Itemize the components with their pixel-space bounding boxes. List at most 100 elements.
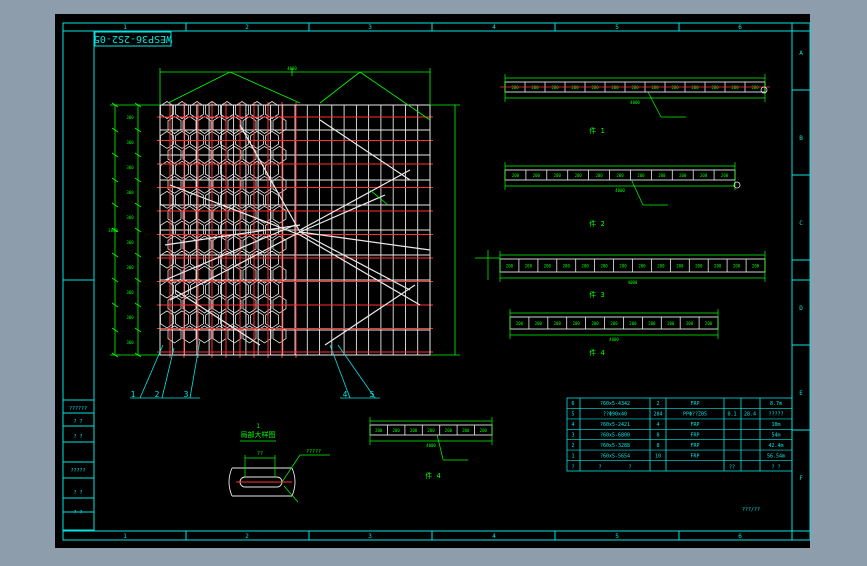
part-dimension-value: 200 bbox=[700, 173, 708, 178]
dimension-tick bbox=[111, 127, 119, 133]
hexagon-cell bbox=[272, 235, 287, 254]
part-dimension-value: 200 bbox=[445, 428, 453, 433]
bom-cell-no: 2 bbox=[571, 443, 574, 449]
part-dimension-value: 200 bbox=[551, 85, 559, 90]
bom-header-cell: ? ? bbox=[771, 465, 780, 471]
part-leader bbox=[436, 434, 444, 461]
hexagon-cell bbox=[227, 295, 242, 314]
part-dimension-value: 200 bbox=[554, 173, 562, 178]
part-dimension-value: 200 bbox=[691, 85, 699, 90]
bom-cell-weight: 42.4m bbox=[768, 443, 783, 449]
dimension-tick bbox=[134, 152, 142, 158]
red-centre-lines bbox=[157, 102, 433, 358]
left-strip bbox=[62, 399, 95, 531]
hexagon-cell bbox=[167, 265, 182, 284]
part-dimension-value: 200 bbox=[393, 428, 401, 433]
dimension-tick bbox=[134, 177, 142, 183]
left-strip-label: ? ? bbox=[73, 419, 82, 425]
hexagon-cell bbox=[265, 280, 279, 299]
zone-letter-right: D bbox=[799, 305, 803, 312]
part-overall-value: 4000 bbox=[426, 443, 436, 448]
part-dimension-value: 200 bbox=[695, 264, 703, 269]
hexagon-cell bbox=[250, 101, 264, 119]
part-dimension-value: 200 bbox=[637, 173, 645, 178]
bom-cell-code: ?60x5-2421 bbox=[600, 422, 630, 428]
bom-cell-qty: 284 bbox=[653, 412, 662, 418]
part-end-circle bbox=[733, 181, 741, 189]
bom-cell-no: 6 bbox=[571, 401, 574, 407]
zone-number-top: 3 bbox=[368, 24, 372, 31]
part-dimension-value: 200 bbox=[657, 264, 665, 269]
bom-cell-qty: 10 bbox=[655, 453, 661, 459]
dimension-tick bbox=[134, 127, 142, 133]
hexagon-cell bbox=[272, 175, 287, 194]
diagonal-bracing bbox=[164, 119, 431, 346]
part-overall-value: 4000 bbox=[630, 100, 640, 105]
bom-header-cell: ?? bbox=[729, 465, 735, 471]
part-leader bbox=[631, 179, 644, 206]
detail-view: 局部大样图 1 ????? ?? bbox=[228, 423, 330, 503]
hexagon-cell bbox=[175, 190, 189, 209]
part-dimension-value: 200 bbox=[427, 428, 435, 433]
zone-number-top: 1 bbox=[123, 24, 127, 31]
plan-callout-2: 2 bbox=[155, 390, 160, 399]
hexagon-cell bbox=[250, 160, 264, 179]
svg-text:??: ?? bbox=[257, 451, 263, 457]
part-dimension-value: 200 bbox=[733, 264, 741, 269]
part-dimension-value: 200 bbox=[711, 85, 719, 90]
hexagon-cell bbox=[182, 145, 197, 164]
hexagon-cell bbox=[272, 145, 287, 164]
dimension-value: 300 bbox=[126, 315, 134, 320]
hexagon-cell bbox=[235, 220, 249, 239]
dimension-tick bbox=[111, 252, 119, 258]
hexagon-cell bbox=[175, 310, 189, 329]
dimension-tick bbox=[111, 352, 119, 358]
bom-grid bbox=[566, 397, 793, 472]
part-overall-value: 4000 bbox=[615, 188, 625, 193]
bom-cell-code: ?60x5-4342 bbox=[600, 401, 630, 407]
bom-cell-qty: 4 bbox=[656, 422, 659, 428]
part-views: 200 200 200 200 200 200 200 200 200 200 200 200 200 4… bbox=[369, 74, 770, 480]
bom-header-cell: ? bbox=[571, 465, 574, 471]
part-dimension-value: 200 bbox=[686, 321, 694, 326]
part-dimension-value: 200 bbox=[600, 264, 608, 269]
dimension-tick bbox=[111, 327, 119, 333]
hexagon-cell bbox=[242, 116, 257, 134]
part-dimension-value: 200 bbox=[512, 173, 520, 178]
hexagon-cell bbox=[235, 130, 249, 149]
part-dimension-value: 200 bbox=[714, 264, 722, 269]
part-dimension-value: 200 bbox=[525, 264, 533, 269]
part-dimension-value: 200 bbox=[629, 321, 637, 326]
bom-header-cell: ? bbox=[628, 465, 631, 471]
zone-number-bottom: 3 bbox=[368, 533, 372, 540]
bom-cell-no: 4 bbox=[571, 422, 574, 428]
part-overall-value: 4000 bbox=[628, 280, 638, 285]
hexagon-cell bbox=[242, 295, 257, 314]
part-dimension-value: 200 bbox=[480, 428, 488, 433]
part-dimension-value: 200 bbox=[582, 264, 590, 269]
hexagon-cell bbox=[182, 265, 197, 284]
part-dimension-value: 200 bbox=[375, 428, 383, 433]
part-dimension-value: 200 bbox=[591, 85, 599, 90]
bom-cell-total: 28.4 bbox=[744, 412, 756, 418]
hexagon-cell bbox=[167, 116, 182, 134]
part-dimension-value: 200 bbox=[516, 321, 524, 326]
dimension-tick bbox=[134, 327, 142, 333]
hexagon-cell bbox=[182, 175, 197, 194]
dimension-value: 300 bbox=[126, 290, 134, 295]
hexagon-cell bbox=[175, 280, 189, 299]
part-dimension-value: 200 bbox=[648, 321, 656, 326]
svg-text:?????: ????? bbox=[306, 449, 321, 455]
hexagon-cell bbox=[175, 101, 189, 119]
bom-cell-material: FRP bbox=[690, 401, 699, 407]
zone-letter-right: C bbox=[799, 220, 803, 227]
dimension-value: 4000 bbox=[287, 66, 297, 71]
part-dimension-value: 200 bbox=[619, 264, 627, 269]
plan-callout-3: 3 bbox=[184, 390, 189, 399]
hexagon-cell bbox=[235, 160, 249, 179]
part-dimension-value: 200 bbox=[563, 264, 571, 269]
